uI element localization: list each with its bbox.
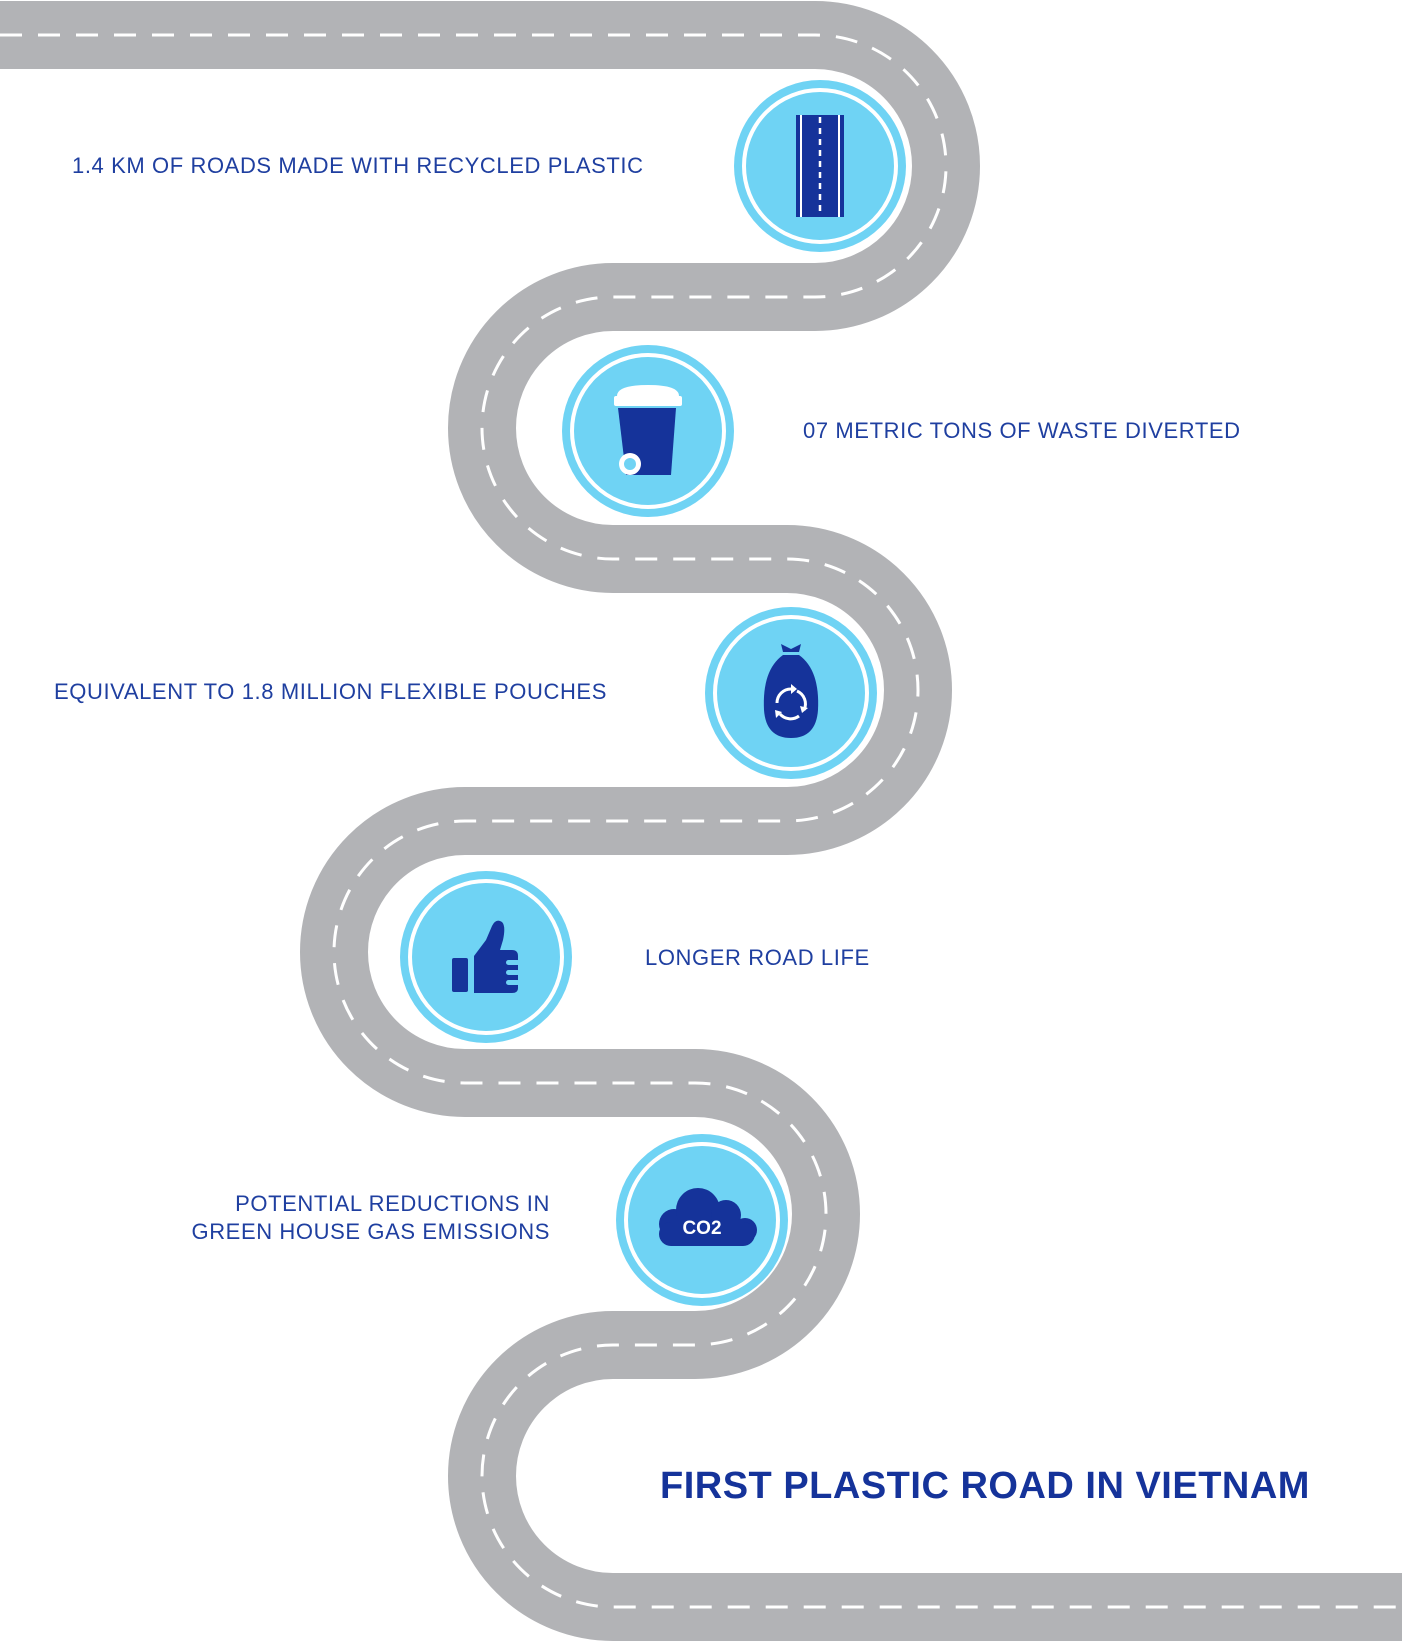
milestone-1-circle: [734, 80, 906, 252]
road-lane-marking: [0, 33, 1402, 1609]
recycle-bag-icon: [763, 644, 819, 738]
road-icon: [796, 115, 844, 217]
milestone-5-label: POTENTIAL REDUCTIONS IN GREEN HOUSE GAS …: [191, 1190, 550, 1246]
milestone-3-circle: [705, 607, 877, 779]
trash-bin-icon: [614, 385, 682, 475]
milestone-5-label-line2: GREEN HOUSE GAS EMISSIONS: [191, 1219, 550, 1244]
milestone-1-label: 1.4 KM OF ROADS MADE WITH RECYCLED PLAST…: [72, 153, 644, 178]
co2-label: CO2: [682, 1218, 721, 1239]
milestone-5-label-line1: POTENTIAL REDUCTIONS IN: [235, 1191, 550, 1216]
milestone-2-circle: [562, 345, 734, 517]
milestone-5-circle: CO2: [616, 1134, 788, 1306]
milestone-4-label: LONGER ROAD LIFE: [645, 945, 870, 970]
co2-cloud-icon: CO2: [659, 1188, 757, 1246]
milestone-4-circle: [400, 871, 572, 1043]
thumbs-up-icon: [452, 920, 520, 993]
milestone-3-label: EQUIVALENT TO 1.8 MILLION FLEXIBLE POUCH…: [54, 679, 607, 704]
milestone-2-label: 07 METRIC TONS OF WASTE DIVERTED: [803, 418, 1241, 443]
page-title: FIRST PLASTIC ROAD IN VIETNAM: [660, 1465, 1310, 1507]
